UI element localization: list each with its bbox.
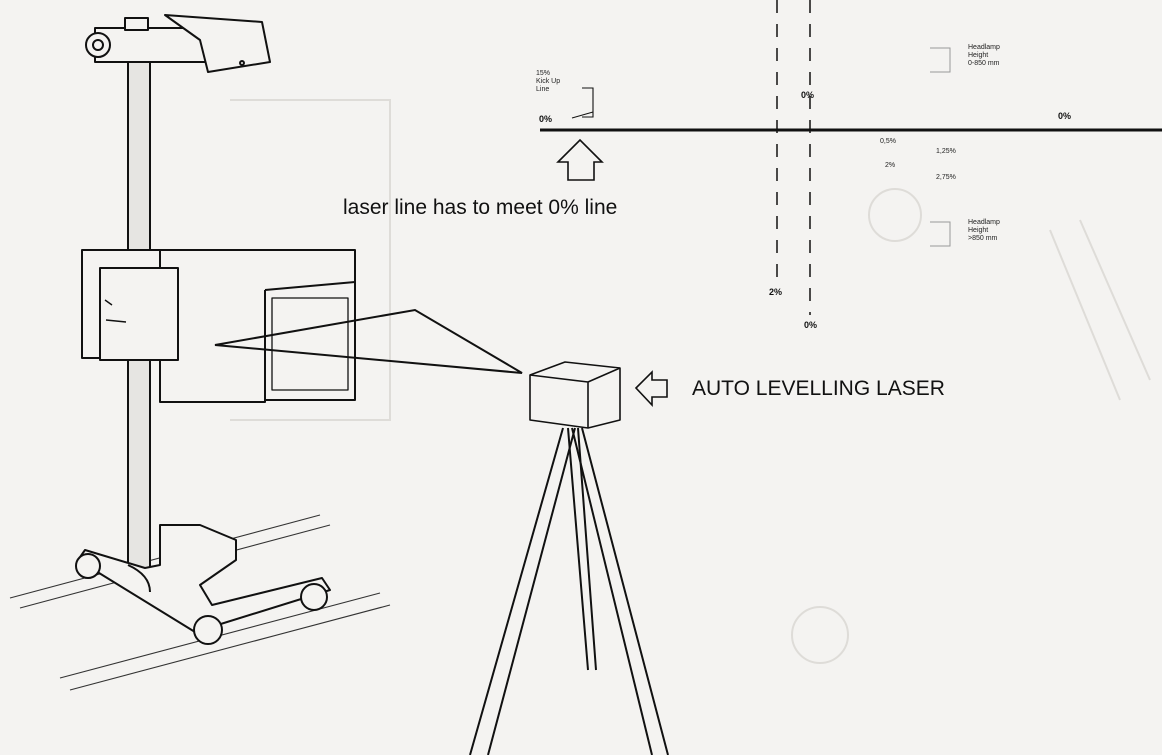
headlamp-tester-stand: [75, 14, 356, 645]
zero-percent-top-label: 0%: [801, 90, 815, 100]
left-arrow-icon: [634, 370, 668, 408]
zero-percent-bottom-label: 0%: [804, 320, 818, 330]
kick-up-line-label: 15% Kick Up Line: [536, 70, 561, 93]
headlamp-height-lower-label: Headlamp Height >850 mm: [968, 219, 1000, 242]
auto-levelling-laser-label: AUTO LEVELLING LASER: [692, 377, 945, 400]
laser-beam: [214, 308, 523, 374]
two-percent-label: 2%: [885, 162, 896, 169]
one-quarter-percent-label: 1,25%: [936, 148, 956, 155]
zero-percent-right-label: 0%: [1058, 111, 1072, 121]
background-ghost-marks: [230, 99, 1151, 664]
two-three-quarter-percent-label: 2,75%: [936, 174, 956, 181]
tripod: [469, 427, 669, 755]
zero-percent-left-label: 0%: [539, 114, 553, 124]
laser-box: [529, 361, 621, 429]
aiming-screen: [540, 0, 1162, 315]
up-arrow-icon: [556, 138, 604, 181]
two-percent-vertical-label: 2%: [769, 287, 783, 297]
headlamp-height-upper-label: Headlamp Height 0-850 mm: [968, 44, 1000, 67]
laser-line-label: laser line has to meet 0% line: [343, 196, 618, 219]
half-percent-label: 0,5%: [880, 138, 896, 145]
